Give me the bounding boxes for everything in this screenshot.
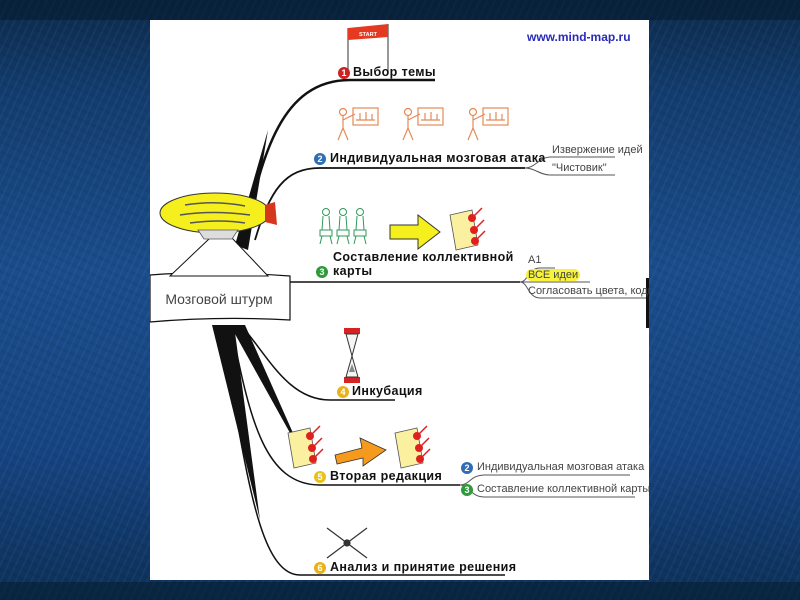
checklist-icon-3 — [394, 425, 431, 469]
branch-1-label[interactable]: Выбор темы — [353, 65, 436, 79]
branch-2-number-badge: 2 — [314, 153, 326, 165]
branch-2-subtopic-1[interactable]: Извержение идей — [552, 144, 643, 156]
branch-6-label[interactable]: Анализ и принятие решения — [330, 560, 517, 574]
branch-3-subtopic-3[interactable]: Согласовать цвета, коды — [528, 285, 649, 297]
branch-line-4 — [244, 329, 395, 401]
slide-top-band — [0, 0, 800, 20]
branch-3-label-line1[interactable]: Составление коллективной — [333, 250, 514, 264]
branch-3-number-badge: 3 — [316, 266, 328, 278]
branch-5-sub-1-badge: 2 — [461, 462, 473, 474]
blimp-icon — [159, 192, 277, 240]
start-flag-icon: START — [347, 24, 389, 72]
branch-3-label-line2[interactable]: карты — [333, 264, 373, 278]
mindmap-canvas: START — [150, 24, 649, 576]
team-icon — [319, 208, 367, 245]
slide-bottom-band — [0, 582, 800, 600]
trunk-upper — [235, 130, 268, 250]
branch-6-number-badge: 6 — [314, 562, 326, 574]
branch-5-sub-2-badge: 3 — [461, 484, 473, 496]
presenters-icon — [337, 107, 509, 141]
arrow-yellow-icon — [389, 213, 441, 251]
checklist-icon-1 — [449, 207, 486, 251]
branch-5-number-badge: 5 — [314, 471, 326, 483]
branch-2-label[interactable]: Индивидуальная мозговая атака — [330, 151, 546, 165]
branch-1-number-badge: 1 — [338, 67, 350, 79]
branch-5-subtopic-2[interactable]: Составление коллективной карты — [477, 483, 649, 495]
branch-2-subtopic-2[interactable]: "Чистовик" — [552, 162, 607, 174]
light-cone — [168, 237, 270, 277]
compass-icon — [326, 527, 368, 559]
branch-5-label[interactable]: Вторая редакция — [330, 469, 443, 483]
panel-right-marker — [646, 278, 649, 328]
arrow-orange-icon — [334, 437, 387, 467]
trunk-lower-2 — [230, 325, 305, 460]
trunk-lower — [212, 325, 260, 520]
central-topic-label[interactable]: Мозговой штурм — [165, 291, 273, 307]
svg-text:START: START — [359, 32, 378, 38]
checklist-icon-2 — [287, 425, 324, 469]
branch-4-label[interactable]: Инкубация — [352, 384, 423, 398]
mindmap-panel: START — [150, 20, 649, 580]
branch-5-subtopic-1[interactable]: Индивидуальная мозговая атака — [477, 461, 645, 473]
hourglass-icon — [344, 328, 360, 383]
branch-4-number-badge: 4 — [337, 386, 349, 398]
watermark-url[interactable]: www.mind-map.ru — [527, 30, 631, 44]
branch-3-subtopic-1[interactable]: A1 — [528, 254, 542, 266]
branch-3-subtopic-2-highlighted[interactable]: ВСЕ идеи — [526, 269, 581, 281]
